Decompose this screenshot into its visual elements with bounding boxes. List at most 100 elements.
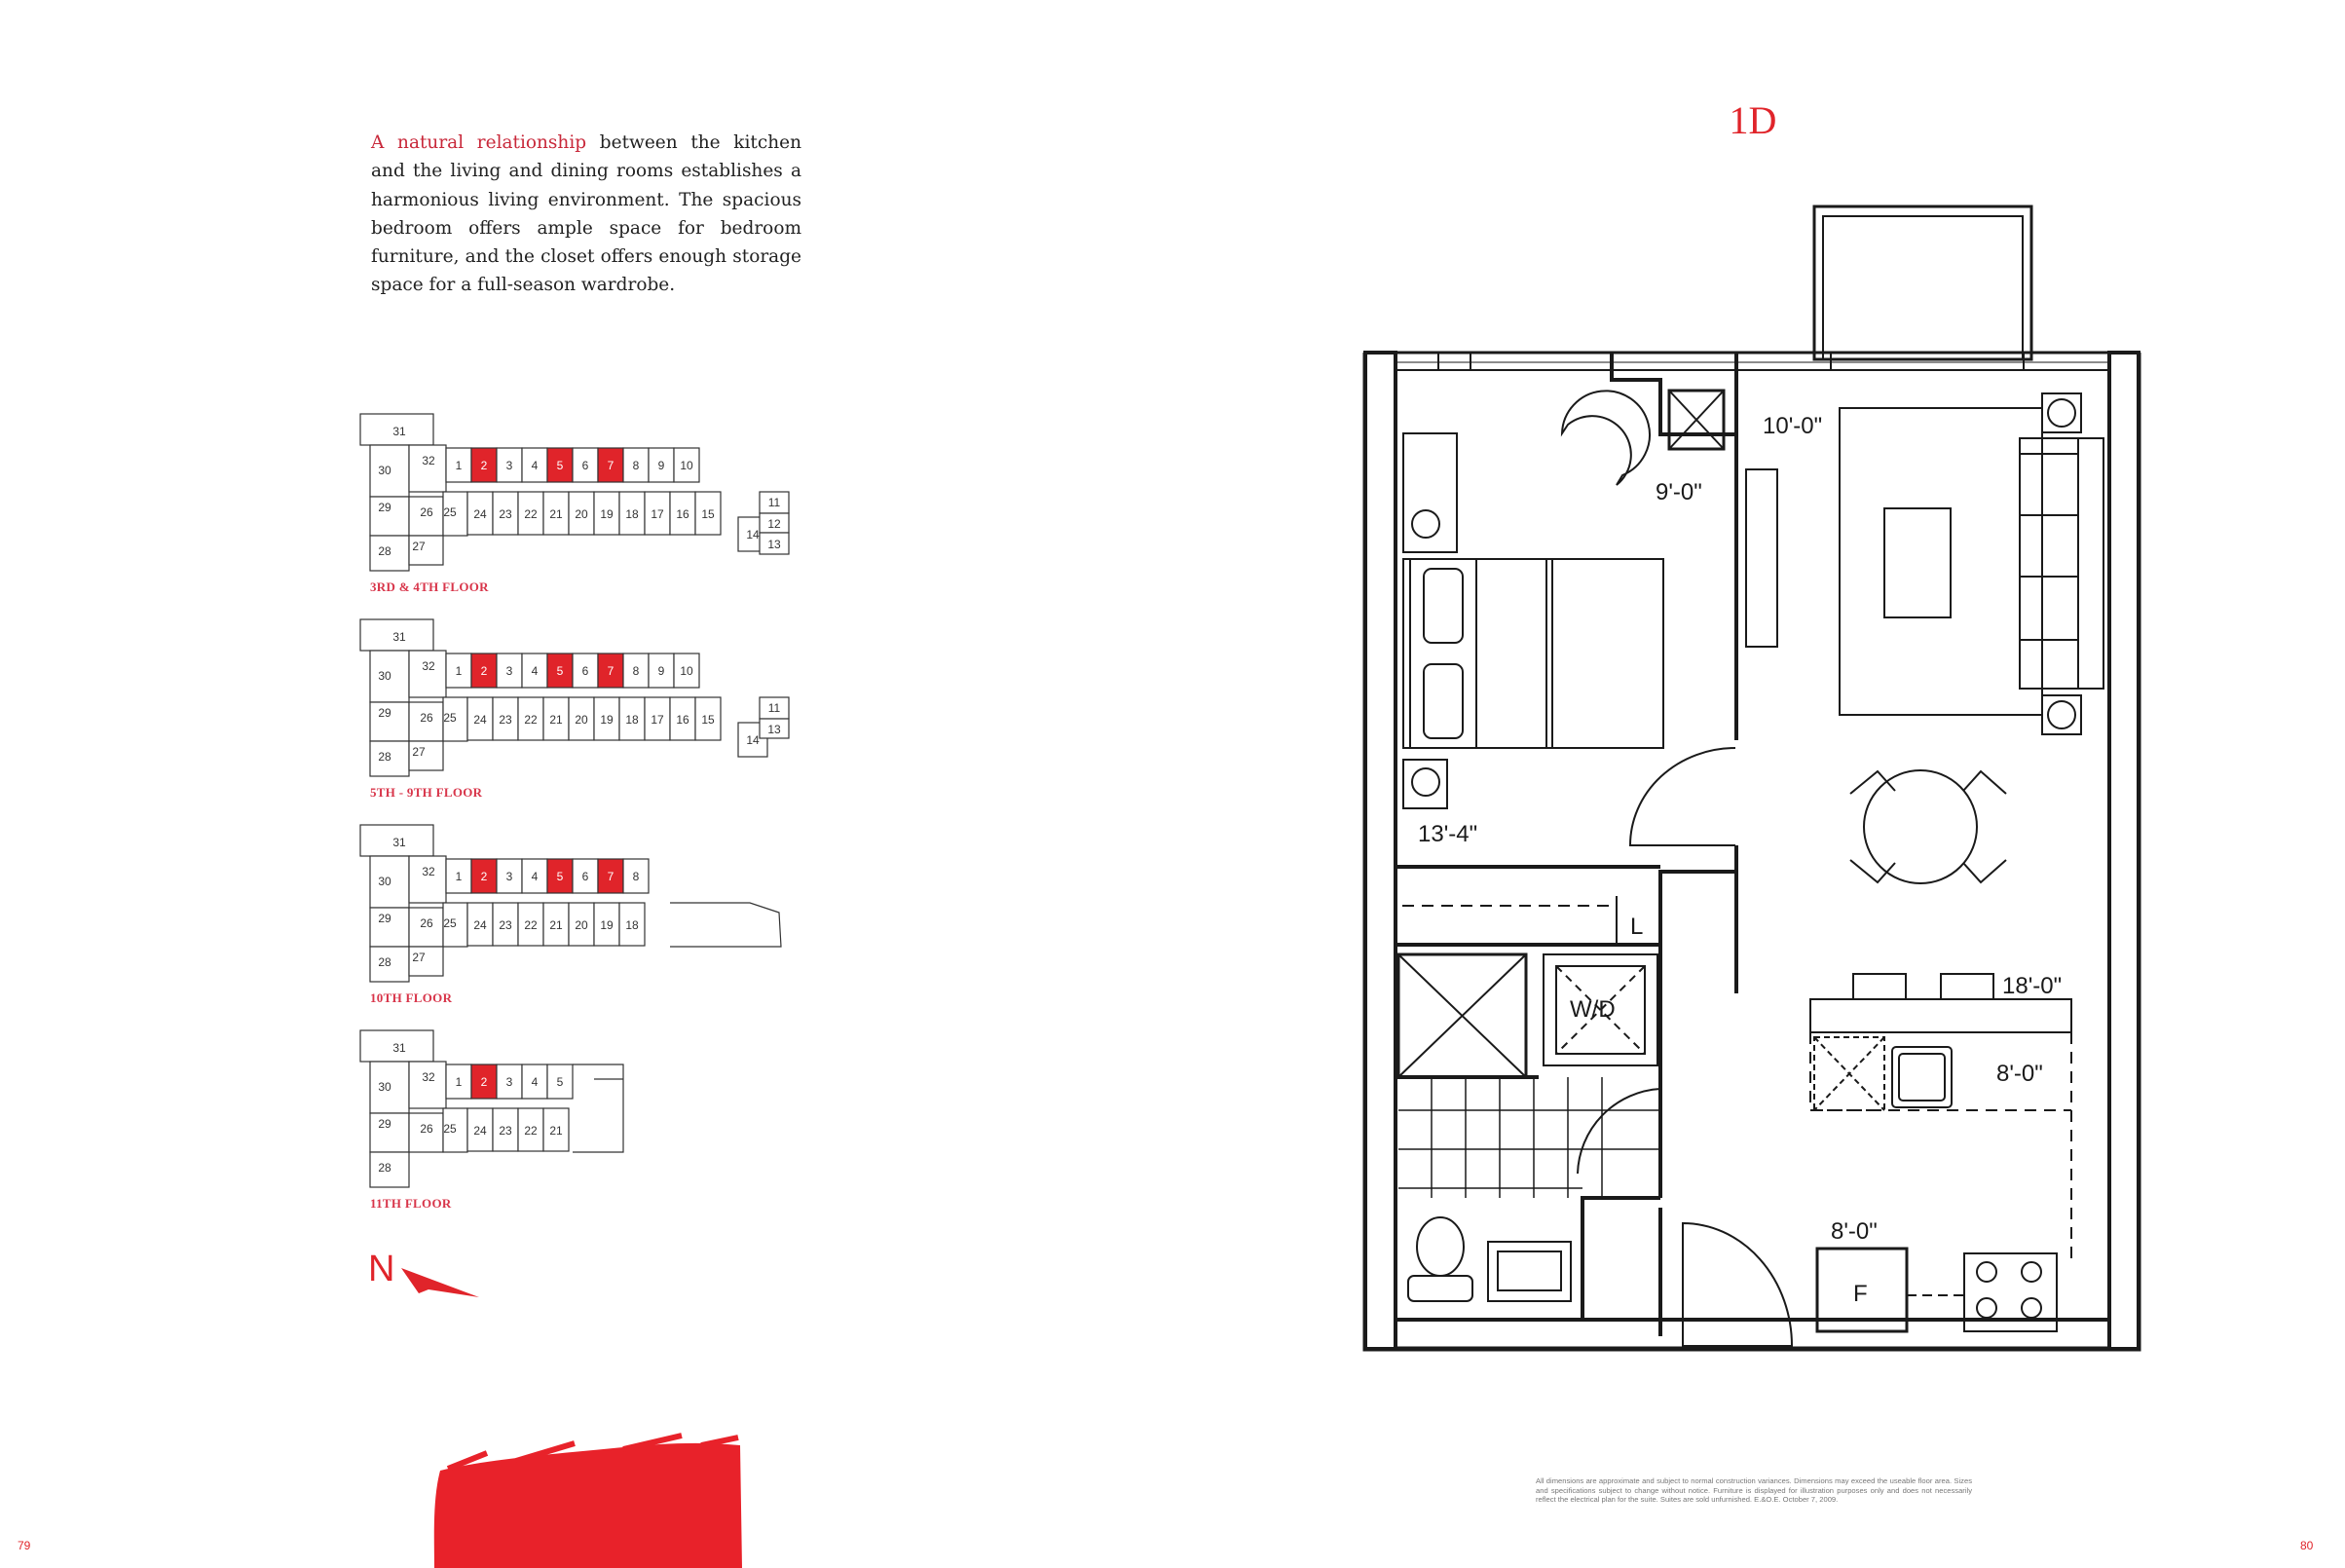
- svg-text:31: 31: [392, 425, 406, 438]
- keyplan-unit-25: 25: [442, 902, 468, 948]
- keyplan-unit-9: 9: [648, 653, 675, 689]
- kitchen: [1809, 973, 2072, 1333]
- dim-kitchen-length: 8'-0": [1831, 1218, 1878, 1245]
- keyplan-unit-28: 28: [369, 1151, 410, 1188]
- svg-text:25: 25: [443, 711, 457, 725]
- keyplan-unit-10: 10: [673, 447, 700, 483]
- svg-text:30: 30: [378, 1080, 391, 1094]
- svg-text:8: 8: [633, 664, 640, 678]
- page-number-right: 80: [2300, 1539, 2314, 1552]
- svg-text:27: 27: [412, 951, 426, 964]
- svg-text:9: 9: [658, 664, 665, 678]
- svg-text:5: 5: [557, 664, 564, 678]
- keyplan-unit-8: 8: [622, 653, 650, 689]
- keyplan-unit-26: 26: [408, 701, 444, 742]
- svg-text:24: 24: [473, 918, 487, 932]
- keyplan-unit-25: 25: [442, 696, 468, 742]
- dim-bedroom-width: 9'-0": [1656, 479, 1702, 505]
- svg-text:4: 4: [532, 1075, 539, 1089]
- svg-text:7: 7: [608, 870, 614, 883]
- svg-text:6: 6: [582, 459, 589, 472]
- keyplan-unit-17: 17: [644, 491, 671, 536]
- dim-kitchen-width: 8'-0": [1996, 1061, 2043, 1087]
- keyplan-unit-21: 21: [542, 491, 570, 536]
- svg-text:21: 21: [549, 713, 563, 727]
- keyplan-unit-29: 29: [369, 701, 410, 742]
- balcony: [1812, 205, 2033, 361]
- svg-text:31: 31: [392, 836, 406, 849]
- svg-text:5: 5: [557, 459, 564, 472]
- svg-text:3: 3: [506, 1075, 513, 1089]
- svg-text:31: 31: [392, 630, 406, 644]
- keyplan-unit-1: 1: [445, 1064, 472, 1100]
- svg-text:2: 2: [481, 1075, 488, 1089]
- keyplan-unit-19: 19: [593, 491, 620, 536]
- svg-text:6: 6: [582, 664, 589, 678]
- svg-text:3: 3: [506, 664, 513, 678]
- keyplan-unit-32: 32: [408, 1061, 447, 1109]
- keyplan-unit-25: 25: [442, 1107, 468, 1153]
- svg-text:26: 26: [420, 505, 433, 519]
- svg-text:25: 25: [443, 916, 457, 930]
- svg-text:26: 26: [420, 711, 433, 725]
- svg-text:24: 24: [473, 1124, 487, 1138]
- svg-text:21: 21: [549, 507, 563, 521]
- svg-text:20: 20: [575, 713, 588, 727]
- svg-text:11: 11: [768, 496, 781, 509]
- keyplan-unit-7: 7: [597, 653, 624, 689]
- keyplan-unit-31: 31: [359, 618, 434, 652]
- svg-text:13: 13: [767, 723, 781, 736]
- svg-text:5: 5: [557, 1075, 564, 1089]
- svg-text:2: 2: [481, 459, 488, 472]
- svg-text:28: 28: [378, 955, 391, 969]
- keyplan-unit-26: 26: [408, 496, 444, 537]
- svg-text:21: 21: [549, 1124, 563, 1138]
- keyplan-unit-10: 10: [673, 653, 700, 689]
- keyplan-floor-label: 10TH FLOOR: [370, 990, 453, 1005]
- keyplan-unit-13: 13: [759, 718, 790, 739]
- svg-text:4: 4: [532, 870, 539, 883]
- svg-text:28: 28: [378, 1161, 391, 1175]
- page-number-left: 79: [18, 1539, 31, 1552]
- keyplan-unit-22: 22: [517, 1107, 544, 1152]
- svg-text:1: 1: [456, 459, 463, 472]
- svg-text:27: 27: [412, 540, 426, 553]
- svg-text:5: 5: [557, 870, 564, 883]
- keyplan-unit-27: 27: [408, 740, 444, 771]
- keyplan-unit-20: 20: [568, 902, 595, 947]
- svg-text:25: 25: [443, 1122, 457, 1136]
- svg-text:22: 22: [524, 713, 538, 727]
- keyplan-unit-8: 8: [622, 447, 650, 483]
- svg-text:19: 19: [600, 918, 614, 932]
- keyplan-unit-3: 3: [496, 1064, 523, 1100]
- svg-text:21: 21: [549, 918, 563, 932]
- svg-text:15: 15: [701, 713, 715, 727]
- svg-text:23: 23: [499, 918, 512, 932]
- keyplan-unit-11: 11: [759, 491, 790, 514]
- svg-text:31: 31: [392, 1041, 406, 1055]
- svg-text:23: 23: [499, 713, 512, 727]
- keyplan-unit-22: 22: [517, 491, 544, 536]
- svg-text:10: 10: [680, 664, 693, 678]
- living-furniture: [1839, 392, 2104, 884]
- keyplan-unit-9: 9: [648, 447, 675, 483]
- svg-text:9: 9: [658, 459, 665, 472]
- svg-text:30: 30: [378, 464, 391, 477]
- keyplan-unit-32: 32: [408, 650, 447, 698]
- svg-text:1: 1: [456, 1075, 463, 1089]
- keyplan-unit-20: 20: [568, 696, 595, 741]
- keyplan-unit-16: 16: [669, 491, 696, 536]
- keyplan-unit-18: 18: [618, 696, 646, 741]
- svg-text:29: 29: [378, 912, 391, 925]
- svg-text:29: 29: [378, 706, 391, 720]
- svg-text:2: 2: [481, 664, 488, 678]
- keyplan-unit-20: 20: [568, 491, 595, 536]
- keyplan-unit-7: 7: [597, 858, 624, 894]
- keyplan-unit-13: 13: [759, 532, 790, 555]
- keyplan-unit-11: 11: [759, 696, 790, 720]
- keyplan-unit-6: 6: [572, 653, 599, 689]
- bedroom-furniture: [1402, 389, 1726, 809]
- keyplan-unit-30: 30: [369, 444, 410, 498]
